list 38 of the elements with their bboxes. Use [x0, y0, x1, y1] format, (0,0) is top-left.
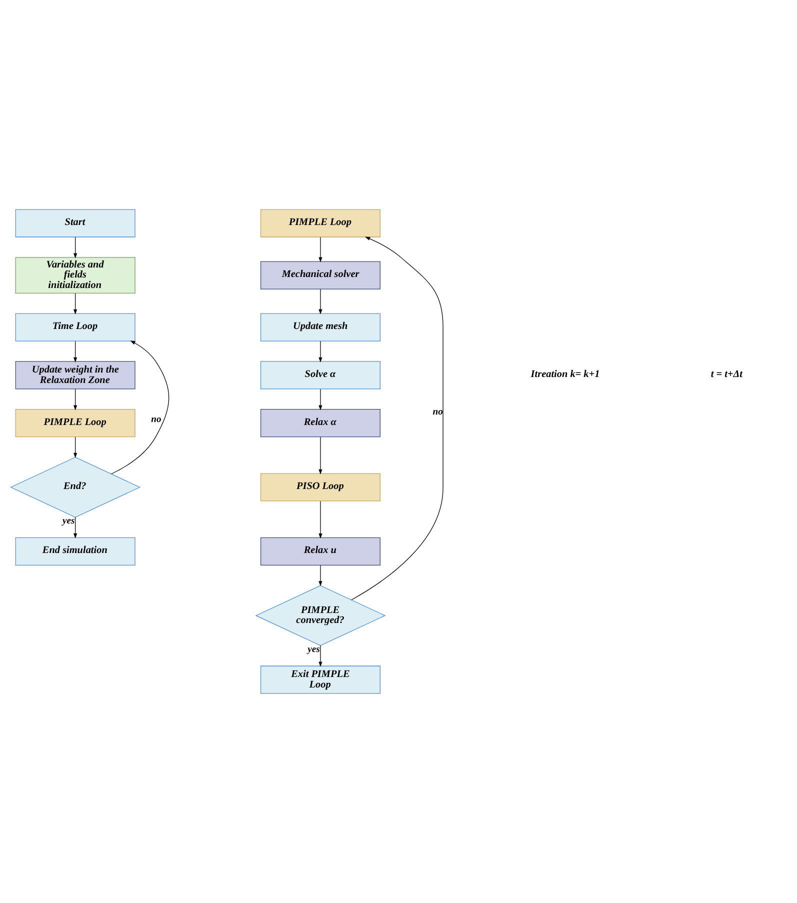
arrow	[318, 236, 322, 262]
label: t = t+Δt	[710, 369, 742, 380]
arrow	[318, 288, 322, 314]
arrow	[318, 645, 322, 667]
node-box: Update mesh	[260, 313, 380, 342]
arrow	[74, 516, 78, 539]
node-box: Mechanical solver	[260, 261, 380, 290]
label: Itreation k= k+1	[530, 369, 600, 380]
arrow	[318, 436, 322, 474]
node-box: Solve α	[260, 361, 380, 390]
node-diamond: End?	[10, 456, 141, 518]
node-box: End simulation	[15, 537, 136, 566]
arrow	[74, 388, 78, 410]
arrow	[351, 236, 444, 600]
arrow	[74, 293, 78, 314]
node-box: Start	[15, 209, 136, 238]
node-diamond: PIMPLE converged?	[255, 585, 386, 646]
node-box: PIMPLE Loop	[15, 409, 136, 438]
node-box: Exit PIMPLE Loop	[260, 666, 380, 694]
arrow	[74, 236, 78, 258]
arrow	[318, 340, 322, 362]
node-box: Update weight in the Relaxation Zone	[15, 361, 136, 390]
arrow	[318, 565, 322, 586]
edge-label: no	[432, 406, 443, 418]
arrow	[111, 340, 170, 474]
node-box: PISO Loop	[260, 473, 380, 502]
node-box: PIMPLE Loop	[260, 209, 380, 238]
arrow	[74, 436, 78, 458]
edge-label: no	[151, 414, 162, 426]
arrow	[318, 500, 322, 539]
arrow	[318, 388, 322, 410]
node-box: Time Loop	[15, 313, 136, 342]
edge-label: yes	[62, 516, 75, 527]
node-box: Variables and fields initialization	[15, 257, 136, 294]
node-box: Relax α	[260, 409, 380, 438]
arrow	[74, 340, 78, 362]
node-box: Relax u	[260, 537, 380, 566]
edge-label: yes	[308, 644, 320, 655]
